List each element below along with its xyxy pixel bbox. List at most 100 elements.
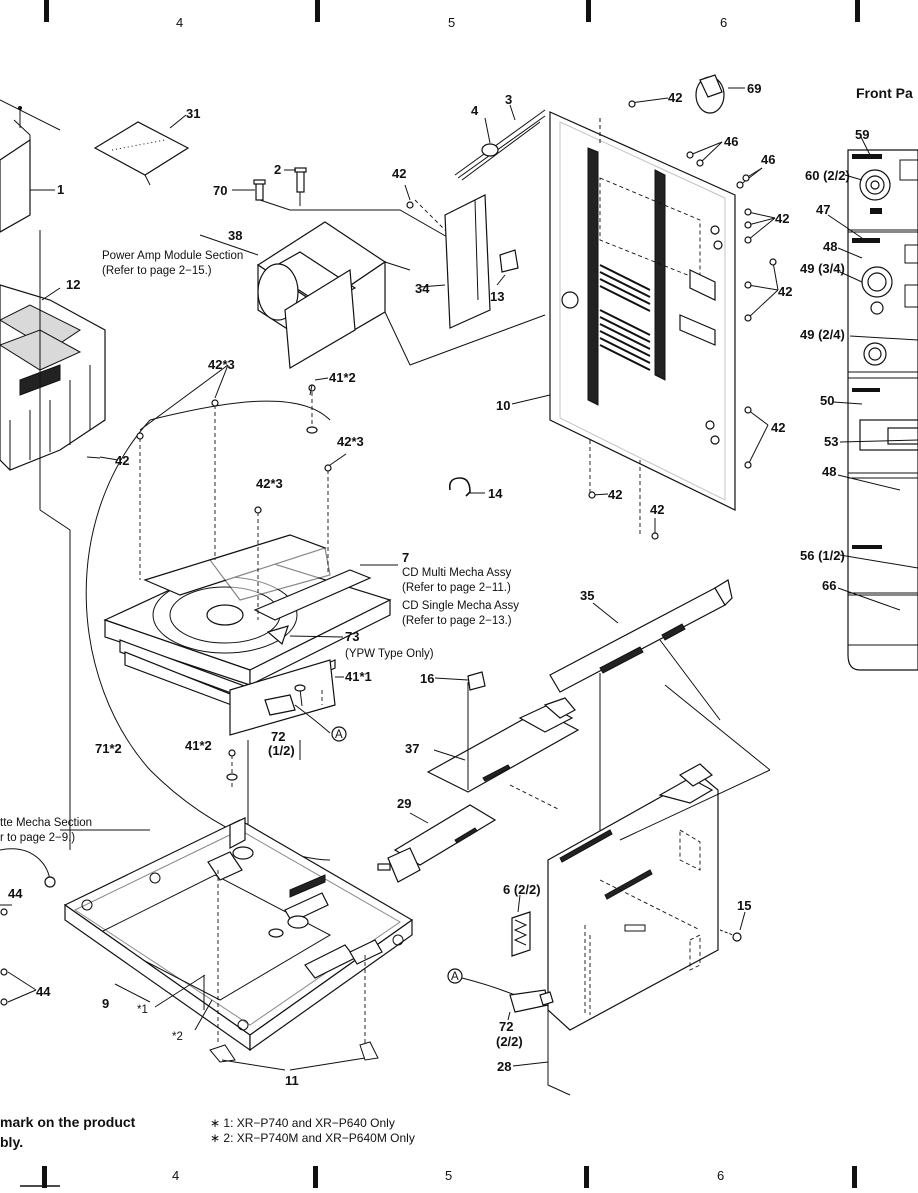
connector-marker-a-1-label: A xyxy=(335,729,343,741)
connector-marker-a-1: A xyxy=(331,726,347,742)
part-label-72-b: 72 xyxy=(499,1019,513,1034)
part-label-56: 56 (1/2) xyxy=(800,548,845,563)
part-label-72-a-fraction: (1/2) xyxy=(268,743,295,758)
part-label-42-mid: 42 xyxy=(608,487,622,502)
column-number-top-6: 6 xyxy=(720,15,727,30)
power-amp-section-label: Power Amp Module Section xyxy=(102,250,243,262)
part-16-bracket xyxy=(434,671,486,691)
screw-leaders-42 xyxy=(404,97,779,540)
part-label-47: 47 xyxy=(816,202,830,217)
rear-panel xyxy=(511,111,736,535)
part-69-cover xyxy=(599,74,745,145)
pcb-29 xyxy=(377,804,497,883)
part-label-28: 28 xyxy=(497,1059,511,1074)
part-label-16: 16 xyxy=(420,671,434,686)
connector-marker-a-2: A xyxy=(447,968,516,996)
column-number-bottom-5: 5 xyxy=(445,1168,452,1183)
part-label-10: 10 xyxy=(496,398,510,413)
part-label-7: 7 xyxy=(402,550,409,565)
part-label-44-b: 44 xyxy=(36,984,51,999)
cd-single-mecha-label: CD Single Mecha Assy xyxy=(402,600,519,612)
part-label-44-a: 44 xyxy=(8,886,23,901)
part-label-42-low: 42 xyxy=(650,502,664,517)
cassette-connection xyxy=(0,829,150,1006)
cd-multi-mecha-label: CD Multi Mecha Assy xyxy=(402,567,512,579)
registration-marks xyxy=(20,0,860,1188)
ypw-type-note: (YPW Type Only) xyxy=(345,648,434,660)
assembly-leader-lines xyxy=(39,230,771,850)
part-label-42s3-a: 42*3 xyxy=(208,357,235,372)
section-heading: Front Pa xyxy=(856,85,913,101)
part-label-11: 11 xyxy=(285,1073,299,1088)
part-label-42s3-b: 42*3 xyxy=(337,434,364,449)
part-label-6: 6 (2/2) xyxy=(503,882,541,897)
part-label-49-a: 49 (3/4) xyxy=(800,261,845,276)
part-label-73: 73 xyxy=(345,629,359,644)
part-label-53: 53 xyxy=(824,434,838,449)
part-label-3: 3 xyxy=(505,92,512,107)
cd-mecha-assy xyxy=(85,364,398,1020)
part-label-66: 66 xyxy=(822,578,836,593)
part-label-41s1: 41*1 xyxy=(345,669,372,684)
part-label-60: 60 (2/2) xyxy=(805,168,850,183)
part-label-14: 14 xyxy=(488,486,503,501)
part-label-9: 9 xyxy=(102,996,109,1011)
connector-72-b xyxy=(507,989,554,1021)
star-2-marker: *2 xyxy=(172,1031,183,1043)
pcb-35 xyxy=(549,579,733,840)
power-amp-module xyxy=(199,221,411,369)
screws-2-70 xyxy=(232,167,471,251)
part-label-38: 38 xyxy=(228,228,242,243)
cd-single-mecha-ref: (Refer to page 2−13.) xyxy=(402,615,512,627)
part-label-70: 70 xyxy=(213,183,227,198)
part-label-15: 15 xyxy=(737,898,751,913)
part-label-4: 4 xyxy=(471,103,479,118)
part-label-29: 29 xyxy=(397,796,411,811)
part-label-42-r2: 42 xyxy=(778,284,792,299)
part-label-42-left: 42 xyxy=(115,453,129,468)
column-number-bottom-6: 6 xyxy=(717,1168,724,1183)
part-label-46-b: 46 xyxy=(761,152,775,167)
pcb-28-main xyxy=(512,763,719,1096)
cassette-mecha-section-label: tte Mecha Section xyxy=(0,817,92,829)
power-amp-section-ref: (Refer to page 2−15.) xyxy=(102,265,212,277)
part-label-48-b: 48 xyxy=(822,464,836,479)
part-label-72-a: 72 xyxy=(271,729,285,744)
bottom-chassis xyxy=(63,817,414,1071)
cassette-mecha-section-ref: r to page 2−9.) xyxy=(0,832,75,844)
part-label-13: 13 xyxy=(490,289,504,304)
wire-harness-3-4 xyxy=(454,104,546,181)
column-number-top-4: 4 xyxy=(176,15,183,30)
part-15-screw xyxy=(719,911,746,942)
footer-text-line-2: bly. xyxy=(0,1134,23,1150)
part-label-69: 69 xyxy=(747,81,761,96)
part-label-41s2-b: 41*2 xyxy=(185,738,212,753)
part-label-42-upper: 42 xyxy=(392,166,406,181)
part-label-72-b-fraction: (2/2) xyxy=(496,1034,523,1049)
part-label-49-b: 49 (2/4) xyxy=(800,327,845,342)
connector-marker-a-2-label: A xyxy=(451,971,459,983)
column-number-top-5: 5 xyxy=(448,15,455,30)
part-label-12: 12 xyxy=(66,277,80,292)
part-label-46-a: 46 xyxy=(724,134,738,149)
bracket-34 xyxy=(414,194,519,329)
pcb-37 xyxy=(426,682,580,811)
front-panel xyxy=(827,134,918,671)
part-label-42-top: 42 xyxy=(668,90,682,105)
part-label-42-r3: 42 xyxy=(771,420,785,435)
part-6-bracket xyxy=(511,894,531,957)
part-label-50: 50 xyxy=(820,393,834,408)
cd-multi-mecha-ref: (Refer to page 2−11.) xyxy=(402,582,511,594)
part-label-34: 34 xyxy=(415,281,430,296)
part-label-2: 2 xyxy=(274,162,281,177)
part-label-71s2: 71*2 xyxy=(95,741,122,756)
column-number-bottom-4: 4 xyxy=(172,1168,179,1183)
part-31-label-plate xyxy=(93,114,190,186)
part-label-41s2-a: 41*2 xyxy=(329,370,356,385)
footer-text-line-1: mark on the product xyxy=(0,1114,136,1130)
part-label-37: 37 xyxy=(405,741,419,756)
cabinet-assembly xyxy=(0,99,119,471)
part-label-59: 59 xyxy=(855,127,869,142)
